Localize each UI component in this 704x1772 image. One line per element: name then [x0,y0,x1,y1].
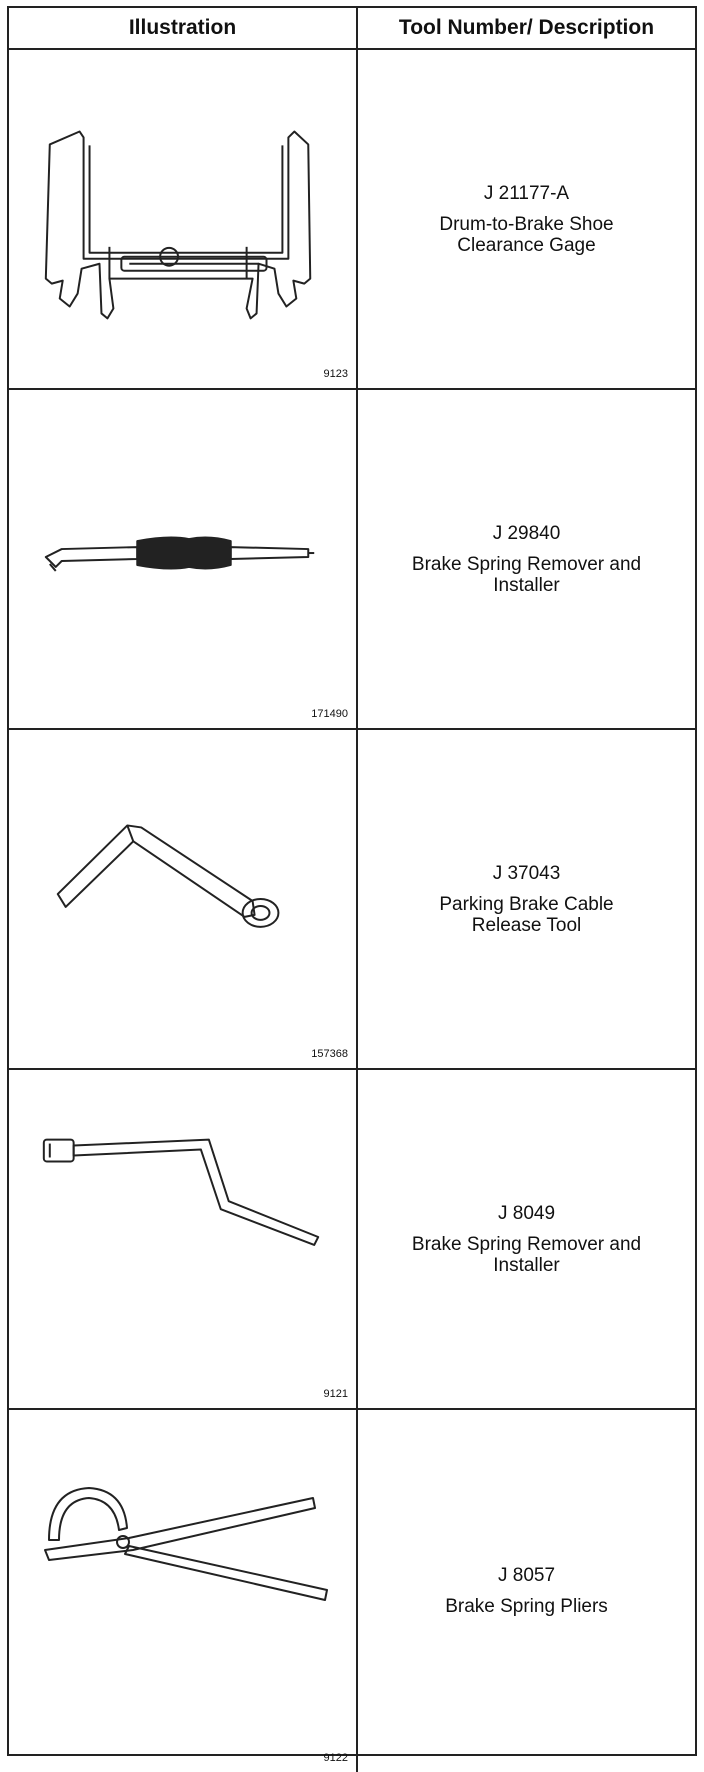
figure-number: 157368 [311,1048,348,1060]
description-cell: J 29840 Brake Spring Remover and Install… [358,390,695,728]
clearance-gage-icon [44,130,312,320]
table-header: Illustration Tool Number/ Description [9,8,695,50]
table-row: 9123 J 21177-A Drum-to-Brake Shoe Cleara… [9,50,695,390]
spring-remover-bent-icon [42,1138,320,1246]
tool-number: J 29840 [492,522,561,544]
description-cell: J 21177-A Drum-to-Brake Shoe Clearance G… [358,50,695,388]
tool-description: Parking Brake Cable Release Tool [439,893,614,936]
spring-pliers-icon [44,1487,328,1601]
tool-description: Brake Spring Remover and Installer [411,553,642,596]
description-cell: J 8049 Brake Spring Remover and Installe… [358,1070,695,1408]
tool-description: Brake Spring Pliers [445,1596,608,1617]
table-row: 9121 J 8049 Brake Spring Remover and Ins… [9,1070,695,1410]
tool-description: Brake Spring Remover and Installer [411,1233,642,1276]
figure-number: 9122 [323,1752,348,1764]
cable-release-tool-icon [56,824,280,928]
description-cell: J 37043 Parking Brake Cable Release Tool [358,730,695,1068]
illustration-cell: 9121 [9,1070,358,1408]
tool-number: J 8057 [497,1565,556,1586]
header-illustration: Illustration [9,8,358,48]
illustration-cell: 157368 [9,730,358,1068]
figure-number: 171490 [311,708,348,720]
spring-remover-icon [44,536,315,572]
illustration-cell: 9122 [9,1410,358,1772]
tool-number: J 8049 [497,1202,556,1224]
tool-number: J 37043 [492,862,561,884]
table-row: 157368 J 37043 Parking Brake Cable Relea… [9,730,695,1070]
illustration-cell: 171490 [9,390,358,728]
table-row: 9122 J 8057 Brake Spring Pliers [9,1410,695,1772]
tool-number: J 21177-A [483,182,570,204]
tools-table: Illustration Tool Number/ Description 91… [7,6,697,1772]
header-tool-number: Tool Number/ Description [398,16,655,39]
figure-number: 9121 [323,1388,348,1400]
illustration-cell: 9123 [9,50,358,388]
description-cell: J 8057 Brake Spring Pliers [358,1410,695,1772]
table-row: 171490 J 29840 Brake Spring Remover and … [9,390,695,730]
tool-description: Drum-to-Brake Shoe Clearance Gage [439,213,614,256]
figure-number: 9123 [323,368,348,380]
